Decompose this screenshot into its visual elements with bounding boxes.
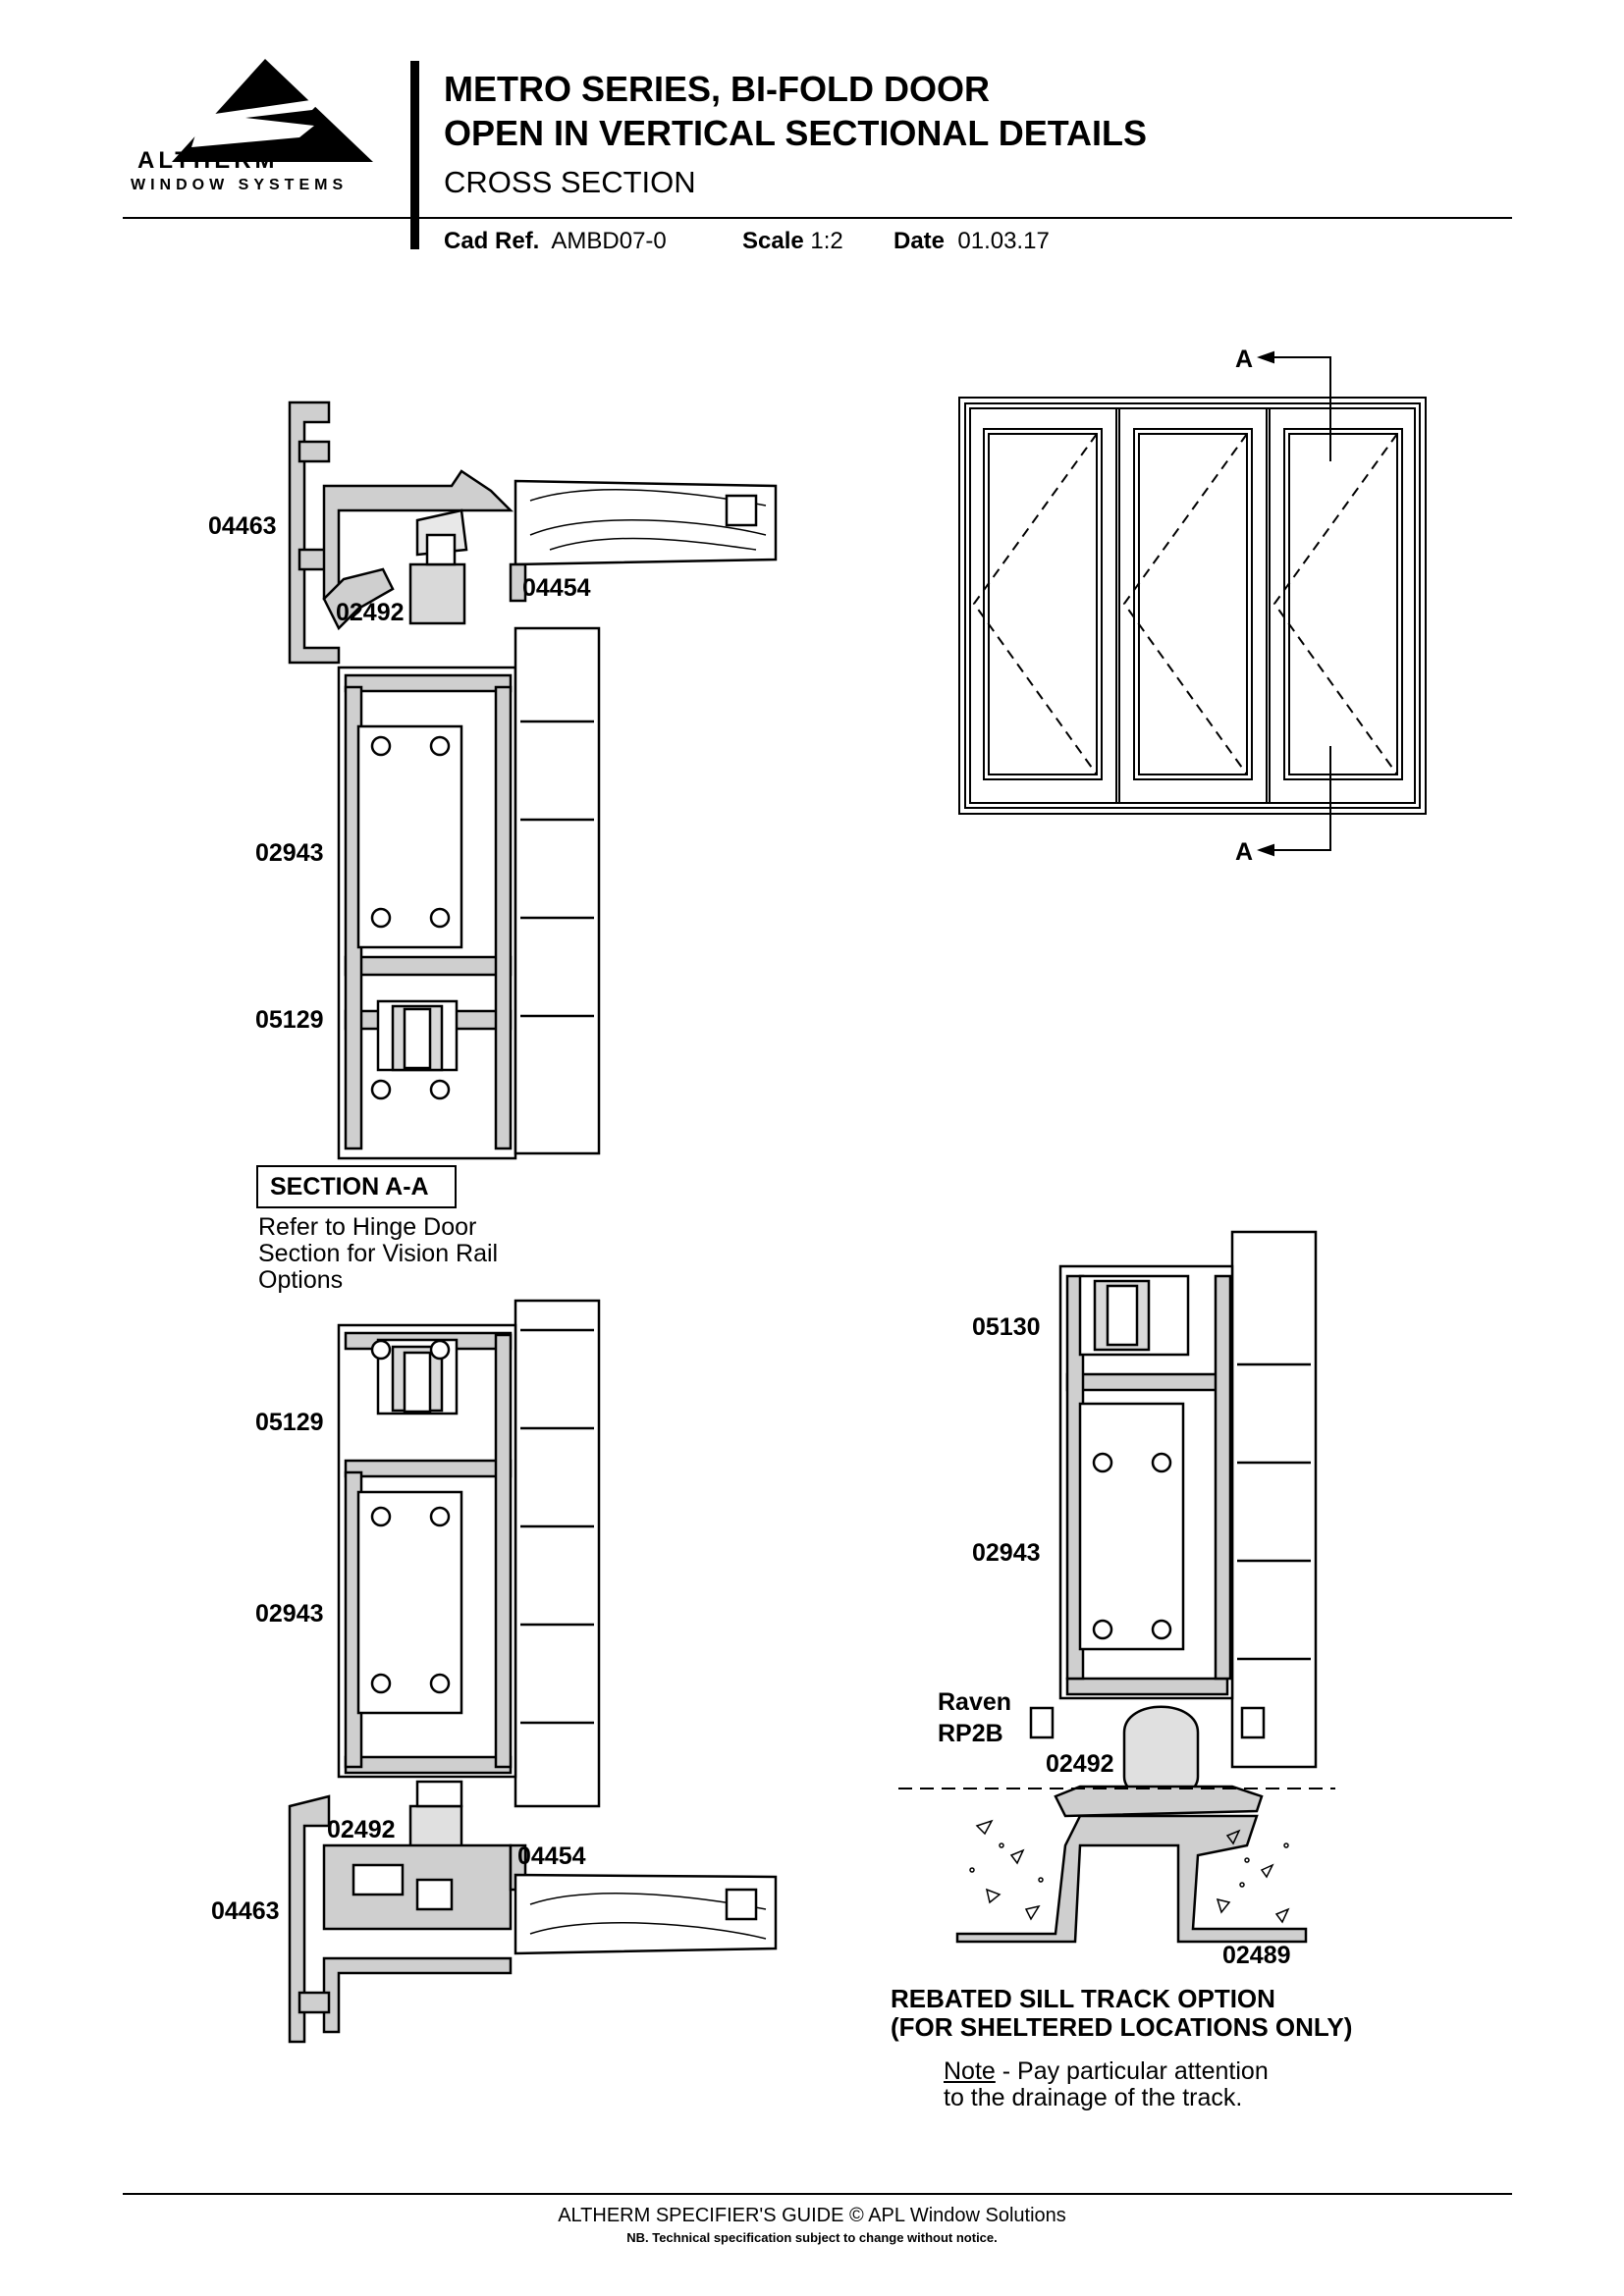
page-subtitle: CROSS SECTION	[444, 165, 696, 199]
label-02492-sill: 02492	[1046, 1750, 1114, 1778]
section-note-line2: Section for Vision Rail	[258, 1240, 499, 1267]
label-02943-bottom: 02943	[255, 1600, 324, 1628]
sill-note-text1: - Pay particular attention	[995, 2057, 1269, 2085]
label-05129-top: 05129	[255, 1006, 324, 1034]
cad-ref: Cad Ref. AMBD07-0	[444, 228, 667, 255]
label-04454-bottom: 04454	[517, 1842, 586, 1870]
label-02943-sill: 02943	[972, 1539, 1041, 1567]
sill-caption-line2: (FOR SHELTERED LOCATIONS ONLY)	[891, 2012, 1353, 2042]
label-raven: Raven	[938, 1688, 1012, 1716]
header-vertical-bar	[410, 61, 419, 249]
section-note-line3: Options	[258, 1266, 344, 1294]
label-04454-top: 04454	[522, 574, 591, 602]
section-marker-top: A	[1235, 346, 1254, 373]
sill-note-line1: Note - Pay particular attention	[944, 2058, 1269, 2085]
altherm-logo-icon	[172, 59, 373, 162]
scale: Scale 1:2	[742, 228, 843, 255]
cad-ref-value: AMBD07-0	[551, 228, 667, 254]
label-02492-top: 02492	[336, 599, 405, 626]
sill-caption-line1: REBATED SILL TRACK OPTION	[891, 1984, 1275, 2013]
page-title-line1: METRO SERIES, BI-FOLD DOOR	[444, 69, 991, 109]
logo-wordmark: ALTHERM	[137, 147, 279, 174]
footer-line1: ALTHERM SPECIFIER'S GUIDE © APL Window S…	[558, 2205, 1066, 2226]
cad-ref-label: Cad Ref.	[444, 228, 540, 254]
concrete-hatch	[969, 1819, 1290, 1924]
logo-subtitle: WINDOW SYSTEMS	[131, 177, 349, 193]
section-title: SECTION A-A	[270, 1173, 429, 1201]
door-elevation	[958, 350, 1427, 857]
label-05130: 05130	[972, 1313, 1041, 1341]
date: Date 01.03.17	[893, 228, 1050, 255]
sill-section-detail	[288, 1299, 778, 2044]
label-02489: 02489	[1222, 1942, 1291, 1969]
section-note-line1: Refer to Hinge Door	[258, 1213, 477, 1241]
label-04463-bottom: 04463	[211, 1897, 280, 1925]
sill-note-prefix: Note	[944, 2057, 996, 2085]
head-section-detail	[288, 400, 778, 1160]
sill-note-line2: to the drainage of the track.	[944, 2084, 1243, 2111]
scale-value: 1:2	[810, 228, 843, 254]
label-02943-top: 02943	[255, 839, 324, 867]
label-02492-bottom: 02492	[327, 1816, 396, 1843]
section-marker-bottom: A	[1235, 838, 1254, 866]
section-title-box	[256, 1165, 457, 1208]
date-label: Date	[893, 228, 946, 254]
rebated-sill-detail	[955, 1230, 1318, 1944]
date-value: 01.03.17	[957, 228, 1050, 254]
footer-line2: NB. Technical specification subject to c…	[626, 2230, 998, 2245]
label-05129-bottom: 05129	[255, 1409, 324, 1436]
label-rp2b: RP2B	[938, 1720, 1003, 1747]
scale-label: Scale	[742, 228, 804, 254]
page-title-line2: OPEN IN VERTICAL SECTIONAL DETAILS	[444, 113, 1148, 153]
label-04463-top: 04463	[208, 512, 277, 540]
